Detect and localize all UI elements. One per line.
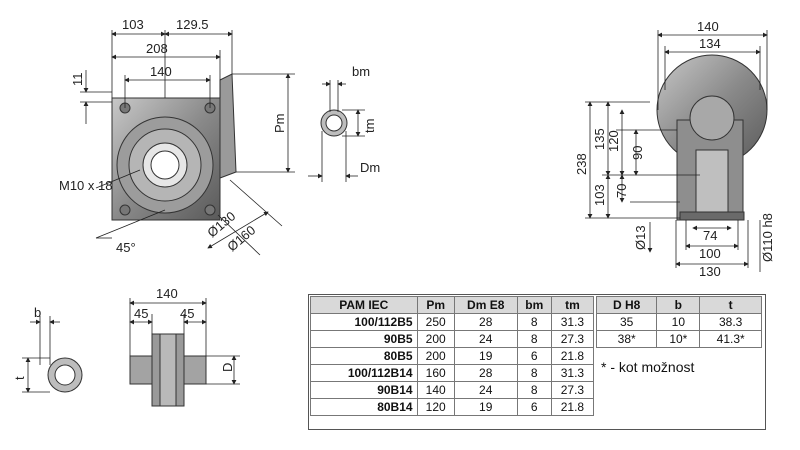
tables-frame — [308, 294, 766, 430]
table-row: 100/112B5 250 28 8 31.3 — [310, 313, 595, 331]
gearbox-front-body — [111, 73, 237, 221]
cell-pam: 90B5 — [310, 330, 418, 348]
cell-b: 10 — [656, 313, 701, 331]
cell-pam: 80B5 — [310, 347, 418, 365]
output-shaft-table: D H8 b t 35 10 38.3 38* 10* 41.3* — [595, 296, 762, 348]
cell-pam: 90B14 — [310, 381, 418, 399]
dim-238: 238 — [574, 153, 589, 175]
table-row: 90B5 200 24 8 27.3 — [310, 330, 595, 348]
cell-pam: 100/112B5 — [310, 313, 418, 331]
cell-tm: 31.3 — [550, 313, 595, 331]
cell-pm: 140 — [416, 381, 455, 399]
footnote: * - kot možnost — [601, 359, 695, 375]
cell-bm: 6 — [516, 398, 552, 416]
side-view: 140 134 238 135 120 90 103 70 Ø13 74 100… — [574, 19, 775, 279]
dim-d110: Ø110 h8 — [760, 213, 775, 262]
cell-b: 10* — [656, 330, 701, 348]
header-pam-iec: PAM IEC — [310, 296, 418, 314]
dim-11: 11 — [70, 73, 85, 87]
cell-dm: 28 — [453, 313, 518, 331]
header-bm: bm — [516, 296, 552, 314]
dim-135: 135 — [592, 128, 607, 150]
cell-pm: 120 — [416, 398, 455, 416]
cell-pm: 160 — [416, 364, 455, 382]
dim-thread: M10 x 18 — [59, 178, 112, 193]
cell-pam: 80B14 — [310, 398, 418, 416]
cell-pm: 250 — [416, 313, 455, 331]
dim-120: 120 — [606, 130, 621, 152]
dim-208: 208 — [146, 41, 168, 56]
dim-103-side: 103 — [592, 184, 607, 206]
dim-100: 100 — [699, 246, 721, 261]
cell-tm: 27.3 — [550, 381, 595, 399]
header-t: t — [699, 296, 762, 314]
dim-dm: Dm — [360, 160, 380, 175]
dim-out-45b: 45 — [180, 306, 194, 321]
dim-bm: bm — [352, 64, 370, 79]
cell-pam: 100/112B14 — [310, 364, 418, 382]
cell-d: 38* — [595, 330, 658, 348]
table-header-row: D H8 b t — [595, 296, 762, 314]
cell-t: 38.3 — [699, 313, 762, 331]
output-shaft-end-view: b t — [12, 305, 83, 393]
table-row: 38* 10* 41.3* — [595, 330, 762, 348]
cell-bm: 8 — [516, 364, 552, 382]
gearbox-side-body — [656, 54, 768, 221]
front-view: 103 129.5 208 140 11 Pm M10 x 18 45° Ø13… — [59, 17, 295, 256]
output-shaft-side-view: 140 45 45 D — [129, 286, 240, 407]
table-row: 100/112B14 160 28 8 31.3 — [310, 364, 595, 382]
cell-bm: 8 — [516, 330, 552, 348]
dim-d13: Ø13 — [633, 225, 648, 250]
dim-side-140: 140 — [697, 19, 719, 34]
dim-out-d: D — [220, 363, 235, 372]
header-b: b — [656, 296, 701, 314]
dim-140: 140 — [150, 64, 172, 79]
table-row: 80B5 200 19 6 21.8 — [310, 347, 595, 365]
table-row: 90B14 140 24 8 27.3 — [310, 381, 595, 399]
table-row: 35 10 38.3 — [595, 313, 762, 331]
cell-bm: 8 — [516, 313, 552, 331]
dim-t: t — [12, 376, 27, 380]
dim-out-45a: 45 — [134, 306, 148, 321]
dim-129-5: 129.5 — [176, 17, 209, 32]
dim-angle: 45° — [116, 240, 136, 255]
dim-130: 130 — [699, 264, 721, 279]
flange-dimension-table: PAM IEC Pm Dm E8 bm tm 100/112B5 250 28 … — [310, 296, 595, 416]
cell-dm: 19 — [453, 347, 518, 365]
cell-dm: 19 — [453, 398, 518, 416]
dim-side-134: 134 — [699, 36, 721, 51]
cell-tm: 21.8 — [550, 347, 595, 365]
header-pm: Pm — [416, 296, 455, 314]
cell-t: 41.3* — [699, 330, 762, 348]
dim-90: 90 — [630, 146, 645, 160]
dim-out-140: 140 — [156, 286, 178, 301]
table-row: 80B14 120 19 6 21.8 — [310, 398, 595, 416]
cell-bm: 8 — [516, 381, 552, 399]
header-dm: Dm E8 — [453, 296, 518, 314]
input-shaft-view: bm tm Dm — [308, 64, 380, 182]
cell-tm: 27.3 — [550, 330, 595, 348]
cell-tm: 21.8 — [550, 398, 595, 416]
cell-dm: 24 — [453, 330, 518, 348]
cell-d: 35 — [595, 313, 658, 331]
cell-tm: 31.3 — [550, 364, 595, 382]
side-dimension-lines — [585, 30, 768, 272]
dim-tm: tm — [362, 119, 377, 133]
header-d: D H8 — [595, 296, 658, 314]
table-header-row: PAM IEC Pm Dm E8 bm tm — [310, 296, 595, 314]
cell-dm: 24 — [453, 381, 518, 399]
cell-bm: 6 — [516, 347, 552, 365]
dim-b: b — [34, 305, 41, 320]
cell-pm: 200 — [416, 330, 455, 348]
dim-103: 103 — [122, 17, 144, 32]
front-dimension-lines — [80, 30, 295, 256]
cell-dm: 28 — [453, 364, 518, 382]
dim-pm: Pm — [272, 114, 287, 134]
cell-pm: 200 — [416, 347, 455, 365]
dim-74: 74 — [703, 228, 717, 243]
dim-70: 70 — [614, 184, 629, 198]
header-tm: tm — [550, 296, 595, 314]
